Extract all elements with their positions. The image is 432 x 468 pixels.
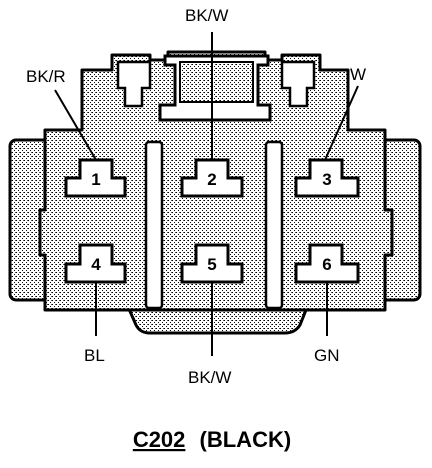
wire-label-pin-6: GN [314,346,340,365]
pin-cavity-3: 3 [294,158,360,198]
pin-cavity-5: 5 [180,243,244,284]
wire-label-pin-3: W [350,65,366,84]
connector-color-note: (BLACK) [200,427,292,452]
pin-number-1: 1 [91,170,100,189]
pin-number-2: 2 [207,170,216,189]
pin-cavity-6: 6 [294,243,360,284]
pin-cavity-4: 4 [64,243,127,284]
pin-cavity-1: 1 [64,158,127,198]
left-top-notch [116,60,152,108]
pin-number-4: 4 [91,255,101,274]
connector-id: C202 [133,427,186,452]
pin-cavity-2: 2 [180,158,244,198]
wire-label-pin-5: BK/W [188,368,231,387]
pin-number-5: 5 [207,255,216,274]
leader-line-pin-1 [54,89,97,161]
right-top-notch [280,60,316,108]
pin-number-6: 6 [322,255,331,274]
pin-number-3: 3 [322,170,331,189]
connector-title: C202 (BLACK) [133,427,291,452]
right-divider-rib [264,140,284,310]
leader-line-pin-3 [324,85,359,161]
latch-inner [179,61,254,103]
wire-label-pin-4: BL [84,346,105,365]
wire-label-pin-2: BK/W [185,6,228,25]
left-divider-rib [144,140,164,310]
wire-label-pin-1: BK/R [26,67,66,86]
